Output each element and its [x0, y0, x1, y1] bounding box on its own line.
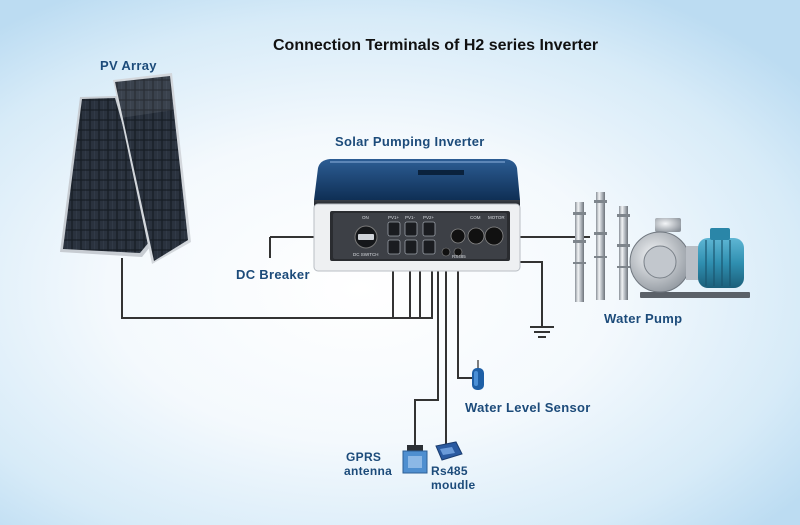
gprs-module-icon — [402, 445, 428, 474]
terminal-com: COM — [470, 215, 481, 220]
label-water-level-sensor: Water Level Sensor — [465, 400, 591, 415]
ground-symbol-icon — [530, 326, 554, 338]
label-inverter: Solar Pumping Inverter — [335, 134, 485, 149]
rs485-module-icon — [435, 441, 463, 461]
label-pv-array: PV Array — [100, 58, 157, 73]
label-rs485-line2: moudle — [431, 478, 476, 492]
diagram-title: Connection Terminals of H2 series Invert… — [273, 37, 599, 54]
label-rs485-line1: Rs485 — [431, 464, 468, 478]
surface-pump-icon — [629, 218, 750, 298]
submersible-pump-icon — [573, 192, 630, 302]
label-water-pump: Water Pump — [604, 311, 683, 326]
sensor-icon — [472, 360, 484, 390]
terminal-pv2: PV1- — [405, 215, 416, 220]
terminal-rs: RS485 — [452, 254, 466, 259]
wire-pv-negative — [121, 250, 433, 319]
terminal-pv3: PV2+ — [423, 215, 435, 220]
terminal-dc-switch: DC SWITCH — [353, 252, 379, 257]
wire-gprs — [414, 246, 439, 445]
label-gprs-line2: antenna — [344, 464, 393, 478]
label-dc-breaker: DC Breaker — [236, 267, 310, 282]
terminal-on: ON — [362, 215, 369, 220]
terminal-motor: MOTOR — [488, 215, 505, 220]
wire-sensor — [457, 246, 472, 379]
solar-panel-icon — [60, 73, 191, 264]
label-gprs-line1: GPRS — [346, 450, 382, 464]
inverter-icon: ON PV1+ PV1- PV2+ COM MOTOR DC SWITCH RS… — [313, 159, 521, 272]
terminal-pv1: PV1+ — [388, 215, 400, 220]
